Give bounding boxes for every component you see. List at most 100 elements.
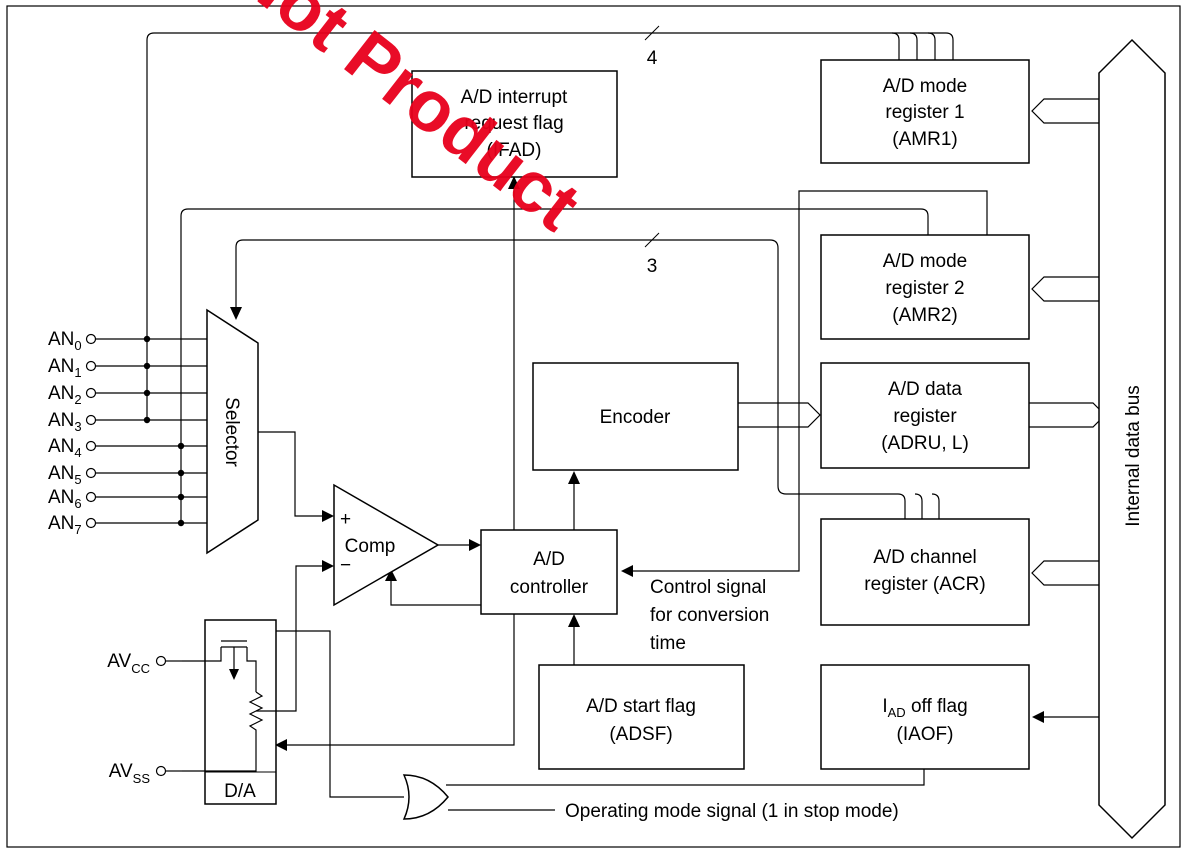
amr1-bus-strand-2 — [909, 32, 918, 60]
acr-line-1: A/D channel — [873, 547, 977, 568]
da-block — [204, 619, 277, 805]
iaof-arrowhead — [1032, 711, 1044, 723]
da-transistor-icon — [182, 640, 257, 692]
amr1-line-1: A/D mode — [883, 76, 967, 97]
amr1-bus-strand-1 — [891, 32, 900, 60]
pin-label-an0: AN0 — [48, 329, 82, 353]
amr2-line-1: A/D mode — [883, 251, 967, 272]
amr2-block — [820, 234, 1030, 340]
adsf-block — [538, 664, 745, 770]
comp-minus-sign: − — [340, 555, 351, 576]
amr1-line-2: register 1 — [885, 102, 964, 123]
ifad-arrowhead — [508, 176, 520, 189]
bus-width-tick-middle — [644, 232, 660, 248]
ifad-line-1: A/D interrupt — [461, 87, 568, 108]
amr2-line-3: (AMR2) — [892, 305, 957, 326]
iaof-line-2: (IAOF) — [897, 724, 954, 745]
adr-line-3: (ADRU, L) — [881, 433, 969, 454]
acr-block — [820, 518, 1030, 626]
adsf-line-2: (ADSF) — [609, 724, 672, 745]
junction-dots — [143, 335, 185, 527]
adsf-line-1: A/D start flag — [586, 696, 696, 717]
or-gate — [402, 774, 449, 820]
selector-block — [206, 308, 259, 555]
svg-text:Control signal: Control signal — [650, 577, 766, 598]
pin-label-an7: AN7 — [48, 513, 82, 537]
iaof-block — [820, 664, 1030, 770]
adr-line-1: A/D data — [888, 379, 962, 400]
bus-width-middle: 3 — [647, 256, 658, 277]
svg-text:time: time — [650, 633, 686, 654]
amr2-to-inputs-wire — [180, 208, 929, 523]
pin-label-an5: AN5 — [48, 463, 82, 487]
controller-to-comp-enable-wire — [390, 581, 481, 606]
ifad-line-3: (IFAD) — [487, 140, 542, 161]
bus-to-acr-wire — [1031, 560, 1105, 586]
da-arrowhead — [275, 739, 287, 751]
bus-width-top: 4 — [647, 48, 658, 69]
acr-to-selector-wire — [235, 239, 787, 495]
encoder-block — [532, 362, 739, 471]
avss-label: AVSS — [109, 761, 151, 786]
iaof-line-1: IAD off flag — [882, 696, 967, 720]
control-signal-note: Control signal for conversion time — [650, 577, 769, 654]
ifad-line-2: request flag — [464, 113, 563, 134]
da-to-comp-wire — [276, 565, 322, 712]
amr1-block — [820, 59, 1030, 164]
da-transistor-arrow-icon — [229, 669, 239, 680]
adsf-arrowhead — [568, 614, 580, 627]
acr-line-2: register (ACR) — [864, 574, 985, 595]
amr1-bus-strand-3 — [927, 32, 936, 60]
comp-plus-arrowhead — [322, 510, 334, 522]
amr2-line-2: register 2 — [885, 278, 964, 299]
amr1-to-inputs-wire — [146, 32, 954, 420]
pin-label-an3: AN3 — [48, 410, 82, 434]
selector-to-comp-wire — [258, 431, 322, 517]
bus-to-amr2-wire — [1031, 276, 1105, 302]
acr-bus-strand-3 — [931, 493, 940, 519]
comp-plus-sign: + — [340, 509, 351, 530]
bus-to-amr1-wire — [1031, 98, 1105, 124]
bus-label: Internal data bus — [1123, 385, 1144, 527]
encoder-to-adr-wire — [738, 402, 821, 428]
comparator — [333, 483, 440, 607]
adr-line-2: register — [893, 406, 957, 427]
controller-in-arrowhead — [469, 539, 481, 551]
adr-to-bus-wire — [1029, 402, 1106, 428]
da-label: D/A — [224, 781, 256, 802]
pin-label-an6: AN6 — [48, 487, 82, 511]
encoder-label: Encoder — [600, 407, 671, 428]
pin-label-an1: AN1 — [48, 356, 82, 380]
pin-label-an2: AN2 — [48, 383, 82, 407]
encoder-arrowhead — [568, 471, 580, 484]
control-signal-arrowhead — [621, 565, 633, 577]
controller-line-2: controller — [510, 577, 589, 598]
internal-data-bus — [1098, 38, 1166, 840]
selector-arrowhead — [230, 307, 242, 320]
diagram-frame — [6, 5, 1181, 848]
amr1-line-3: (AMR1) — [892, 129, 957, 150]
avss-pin — [155, 765, 167, 777]
selector-label: Selector — [221, 397, 242, 467]
controller-block — [480, 529, 618, 615]
iaof-to-or-wire — [446, 769, 925, 786]
ifad-block — [411, 70, 618, 178]
comp-enable-arrowhead — [385, 569, 397, 581]
control-signal-wire — [632, 190, 988, 572]
acr-bus-strand-1 — [786, 493, 906, 519]
resistor-icon — [182, 691, 264, 772]
avcc-pin — [155, 655, 167, 667]
controller-line-1: A/D — [533, 549, 565, 570]
controller-to-da-wire — [287, 614, 515, 746]
operating-mode-note: Operating mode signal (1 in stop mode) — [565, 801, 899, 822]
acr-bus-strand-2 — [914, 493, 923, 519]
pin-label-an4: AN4 — [48, 436, 82, 460]
svg-text:for conversion: for conversion — [650, 605, 769, 626]
adr-block — [820, 362, 1030, 469]
bus-width-tick-top — [644, 25, 660, 41]
input-pin-wires — [95, 338, 207, 524]
comp-label: Comp — [345, 536, 396, 557]
avcc-label: AVCC — [107, 651, 150, 676]
